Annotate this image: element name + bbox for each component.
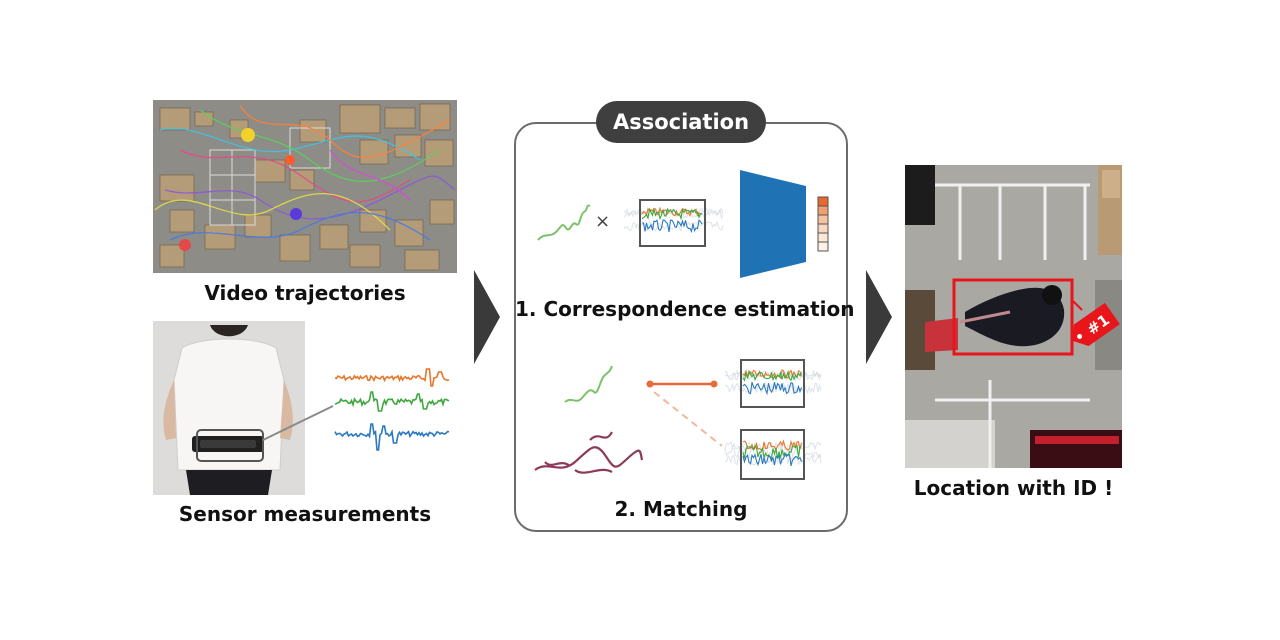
- step2-trajectory-green: [564, 365, 613, 403]
- step2-signal-box-bottom: [724, 429, 822, 480]
- mini-signal-3: [641, 219, 703, 234]
- sensor-pointer-line: [262, 405, 334, 441]
- step1-signal-box: [623, 199, 724, 247]
- caption-matching: 2. Matching: [614, 497, 748, 521]
- detection-box: [952, 278, 1074, 356]
- caption-sensor-measurements: Sensor measurements: [178, 502, 432, 526]
- mini-signal-2: [742, 369, 802, 382]
- match-line-dashed: [653, 391, 723, 447]
- caption-correspondence-estimation: 1. Correspondence estimation: [515, 297, 855, 321]
- mini-signal-2: [742, 444, 802, 460]
- arrow-to-output: [866, 270, 892, 364]
- association-title: Association: [596, 101, 766, 143]
- mini-signal-1: [742, 439, 803, 452]
- step1-trajectory: [537, 204, 591, 241]
- caption-video-trajectories: Video trajectories: [204, 281, 406, 305]
- mini-signal-3: [742, 381, 803, 396]
- mini-signal-2: [641, 207, 703, 221]
- video-trajectories-image: [153, 100, 457, 273]
- sensor-wearer-photo: [153, 321, 305, 495]
- sensor-signals: [334, 368, 450, 451]
- step2-trajectory-maroon: [534, 431, 644, 474]
- association-panel: [514, 122, 848, 532]
- network-encoder: [740, 170, 806, 278]
- arrow-to-association: [474, 270, 500, 364]
- mini-signal-3: [742, 452, 803, 467]
- caption-location-with-id: Location with ID !: [913, 476, 1114, 500]
- times-symbol: ×: [595, 211, 611, 232]
- step2-signal-box-top: [724, 359, 822, 408]
- score-vector: [817, 196, 829, 252]
